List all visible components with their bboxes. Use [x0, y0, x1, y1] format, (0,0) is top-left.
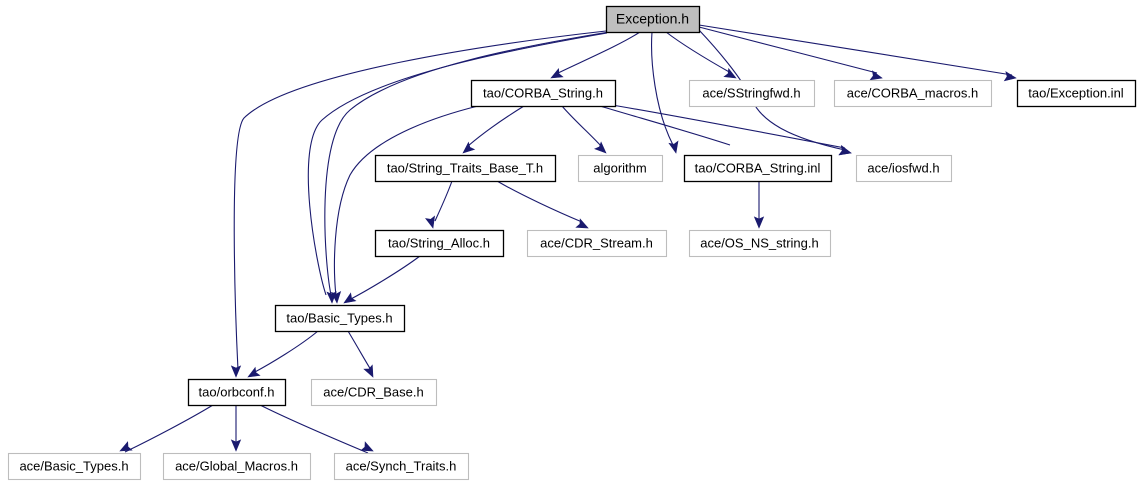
node-cdr_stream_h[interactable]: ace/CDR_Stream.h: [526, 229, 668, 258]
arrowhead-icon: [247, 366, 261, 378]
edge-exception_h-to-corba_macros_h: [698, 26, 878, 74]
edge-exception_h-to-orbconf_h: [233, 30, 607, 371]
node-label: ace/iosfwd.h: [867, 160, 939, 175]
arrowhead-icon: [838, 145, 852, 156]
node-label: ace/SStringfwd.h: [702, 85, 800, 100]
node-cdr_base_h[interactable]: ace/CDR_Base.h: [310, 378, 438, 407]
arrowhead-icon: [869, 70, 883, 81]
node-corba_string_inl[interactable]: tao/CORBA_String.inl: [683, 154, 833, 183]
node-label: tao/String_Traits_Base_T.h: [387, 160, 543, 175]
node-orbconf_h[interactable]: tao/orbconf.h: [187, 378, 287, 407]
node-box[interactable]: [274, 304, 406, 333]
node-exception_h[interactable]: Exception.h: [605, 5, 701, 34]
node-box[interactable]: [833, 79, 993, 108]
node-iosfwd_h[interactable]: ace/iosfwd.h: [855, 154, 953, 183]
edge-exception_h-to-corba_string_h: [555, 31, 641, 75]
edge-exception_h-to-corba_string_inl: [651, 31, 674, 146]
node-box[interactable]: [374, 229, 505, 258]
node-basic_types_h[interactable]: tao/Basic_Types.h: [274, 304, 406, 333]
edge-string_traits_base_t_h-to-string_alloc_h: [434, 180, 453, 222]
edge-string_traits_base_t_h-to-cdr_stream_h: [496, 180, 583, 223]
node-sstringfwd_h[interactable]: ace/SStringfwd.h: [688, 79, 816, 108]
arrowhead-icon: [1003, 71, 1017, 82]
edge-corba_string_h-to-basic_types_h: [333, 105, 479, 297]
node-box[interactable]: [374, 154, 557, 183]
arrowhead-icon: [575, 218, 589, 229]
node-box[interactable]: [688, 79, 816, 108]
node-label: ace/CDR_Stream.h: [540, 235, 653, 250]
node-exception_inl[interactable]: tao/Exception.inl: [1016, 79, 1137, 108]
node-label: ace/Global_Macros.h: [175, 458, 298, 473]
edge-orbconf_h-to-synch_traits_h: [259, 404, 369, 454]
node-box[interactable]: [310, 378, 438, 407]
node-label: tao/CORBA_String.inl: [695, 160, 821, 175]
arrowhead-icon: [343, 292, 357, 304]
node-label: ace/OS_NS_string.h: [700, 235, 819, 250]
node-box[interactable]: [577, 154, 664, 183]
edge-corba_string_h-to-algorithm: [561, 105, 602, 147]
arrowhead-icon: [753, 216, 765, 229]
node-string_traits_base_t_h[interactable]: tao/String_Traits_Base_T.h: [374, 154, 557, 183]
node-box[interactable]: [1016, 79, 1137, 108]
node-label: ace/CORBA_macros.h: [847, 85, 979, 100]
node-corba_macros_h[interactable]: ace/CORBA_macros.h: [833, 79, 993, 108]
node-box[interactable]: [683, 154, 833, 183]
node-label: ace/Synch_Traits.h: [346, 458, 457, 473]
edge-string_alloc_h-to-basic_types_h: [348, 255, 421, 301]
node-global_macros_h[interactable]: ace/Global_Macros.h: [162, 452, 312, 481]
edge-corba_string_h-to-string_traits_base_t_h: [467, 105, 525, 147]
edge-corba_string_h-to-corba_string_inl: [599, 105, 731, 146]
arrowhead-icon: [230, 365, 242, 378]
edge-exception_h-to-sstringfwd_h: [665, 31, 732, 74]
arrowhead-icon: [723, 67, 737, 79]
node-label: tao/String_Alloc.h: [388, 235, 490, 250]
node-box[interactable]: [605, 5, 701, 34]
arrowhead-icon: [425, 215, 435, 229]
node-label: ace/Basic_Types.h: [19, 458, 128, 473]
edge-basic_types_h-to-orbconf_h: [252, 330, 319, 374]
node-os_ns_string_h[interactable]: ace/OS_NS_string.h: [688, 229, 832, 258]
edge-basic_types_h-to-cdr_base_h: [347, 330, 372, 371]
arrowhead-icon: [230, 439, 242, 452]
node-box[interactable]: [187, 378, 287, 407]
arrowhead-icon: [462, 141, 476, 154]
node-box[interactable]: [470, 79, 617, 108]
node-ace_basic_types_h[interactable]: ace/Basic_Types.h: [7, 452, 142, 481]
arrowhead-icon: [594, 141, 607, 154]
arrowhead-icon: [363, 364, 374, 378]
node-box[interactable]: [688, 229, 832, 258]
node-corba_string_h[interactable]: tao/CORBA_String.h: [470, 79, 617, 108]
node-box[interactable]: [7, 452, 142, 481]
node-label: tao/CORBA_String.h: [483, 85, 603, 100]
node-box[interactable]: [162, 452, 312, 481]
node-label: Exception.h: [616, 11, 689, 27]
edge-corba_string_h-to-iosfwd_h: [605, 103, 846, 149]
arrowhead-layer: [119, 67, 1017, 452]
node-box[interactable]: [855, 154, 953, 183]
node-synch_traits_h[interactable]: ace/Synch_Traits.h: [333, 452, 470, 481]
node-label: ace/CDR_Base.h: [323, 384, 423, 399]
arrowhead-icon: [360, 441, 374, 452]
node-label: tao/Exception.inl: [1028, 85, 1124, 100]
edge-exception_h-to-exception_inl: [698, 24, 1013, 76]
edge-orbconf_h-to-ace_basic_types_h: [124, 404, 214, 453]
node-box[interactable]: [333, 452, 470, 481]
node-algorithm[interactable]: algorithm: [577, 154, 664, 183]
node-label: tao/orbconf.h: [199, 384, 275, 399]
arrowhead-icon: [550, 68, 564, 79]
node-label: tao/Basic_Types.h: [286, 310, 392, 325]
node-layer: Exception.h tao/CORBA_String.h ace/SString…: [7, 5, 1137, 481]
edge-exception_h-to-basic_types_h: [324, 31, 610, 296]
node-box[interactable]: [526, 229, 668, 258]
arrowhead-icon: [668, 140, 679, 154]
arrowhead-icon: [119, 441, 133, 452]
edge-layer: [124, 24, 1013, 454]
arrowhead-icon: [330, 291, 342, 304]
edge-exception_h-to-basic_types_h_2: [307, 32, 608, 296]
node-label: algorithm: [593, 160, 646, 175]
node-string_alloc_h[interactable]: tao/String_Alloc.h: [374, 229, 505, 258]
